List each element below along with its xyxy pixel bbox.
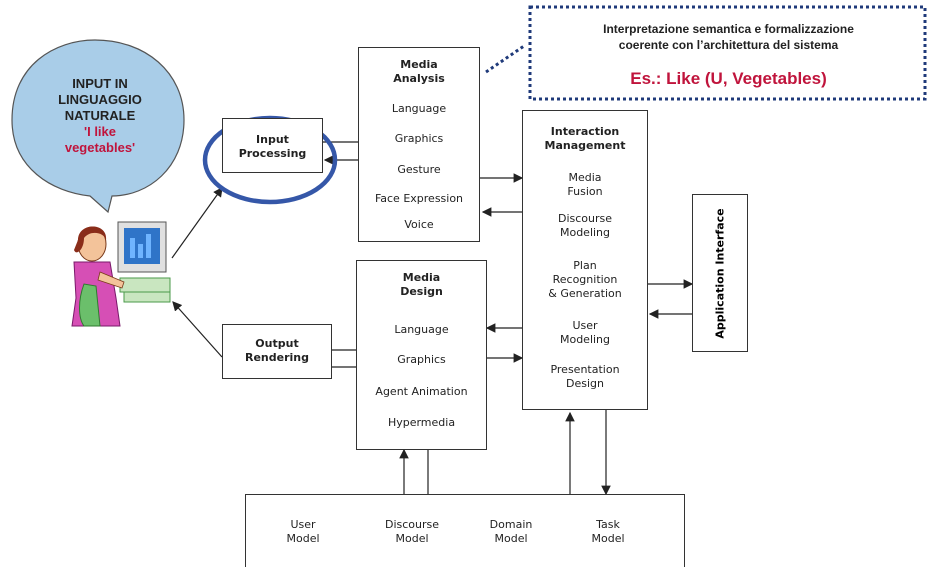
media-design-title-1: Media — [402, 271, 441, 284]
media-analysis-item: Graphics — [394, 132, 444, 145]
media-analysis-title: Media Analysis — [359, 58, 479, 86]
application-interface-box: Application Interface — [692, 194, 748, 352]
input-processing-line-2: Processing — [238, 147, 307, 160]
user-model-label: User Model — [263, 518, 343, 546]
model-line: Domain — [489, 518, 533, 531]
media-design-item: Language — [394, 323, 449, 336]
media-design-title: Media Design — [357, 271, 486, 299]
application-interface-label: Application Interface — [713, 208, 727, 339]
media-design-box: Media Design Language Graphics Agent Ani… — [356, 260, 487, 450]
im-item-line: Fusion — [567, 185, 603, 198]
arrow-output-to-user — [172, 301, 223, 358]
im-item-line: Presentation — [550, 363, 620, 376]
model-line: Model — [591, 532, 625, 545]
output-rendering-line-2: Rendering — [245, 351, 309, 364]
im-title-2: Management — [544, 139, 626, 152]
model-line: Model — [494, 532, 528, 545]
callout-example: Es.: Like (U, Vegetables) — [630, 69, 827, 88]
media-design-item: Agent Animation — [375, 385, 468, 398]
bubble-line-2: LINGUAGGIO — [58, 92, 142, 107]
im-item-line: Discourse — [557, 212, 613, 225]
discourse-model-label: Discourse Model — [372, 518, 452, 546]
im-item-presentation-design: Presentation Design — [523, 363, 647, 391]
im-item-line: Design — [566, 377, 604, 390]
media-analysis-box: Media Analysis Language Graphics Gesture… — [358, 47, 480, 242]
task-model-label: Task Model — [568, 518, 648, 546]
bubble-line-3: NATURALE — [64, 108, 136, 123]
media-analysis-item: Language — [391, 102, 447, 115]
im-item-discourse-modeling: Discourse Modeling — [523, 212, 647, 240]
output-rendering-label: Output Rendering — [223, 337, 331, 365]
im-item-plan-recognition: Plan Recognition & Generation — [523, 259, 647, 301]
callout-border — [528, 5, 927, 101]
im-item-user-modeling: User Modeling — [523, 319, 647, 347]
bubble-quote-1: 'I like — [84, 124, 116, 139]
interaction-management-title: Interaction Management — [523, 125, 647, 153]
callout-line-1: Interpretazione semantica e formalizzazi… — [603, 22, 854, 36]
model-line: Model — [395, 532, 429, 545]
media-analysis-title-2: Analysis — [393, 72, 445, 85]
input-processing-label: Input Processing — [223, 133, 322, 161]
im-item-line: Recognition — [552, 273, 618, 286]
im-item-line: Plan — [573, 259, 597, 272]
domain-model-label: Domain Model — [471, 518, 551, 546]
model-line: Task — [596, 518, 620, 531]
user-at-computer-icon — [71, 221, 171, 327]
arrow-user-to-input — [171, 187, 223, 259]
media-analysis-item: Gesture — [397, 163, 441, 176]
models-container — [245, 494, 685, 567]
model-line: User — [290, 518, 316, 531]
bubble-line-1: INPUT IN — [72, 76, 128, 91]
model-line: Model — [286, 532, 320, 545]
im-item-line: Modeling — [559, 333, 611, 346]
media-design-item: Graphics — [397, 353, 446, 366]
model-line: Discourse — [384, 518, 440, 531]
im-item-line: & Generation — [548, 287, 622, 300]
input-processing-box: Input Processing — [222, 118, 323, 173]
media-design-item: Hypermedia — [387, 416, 456, 429]
media-analysis-title-1: Media — [400, 58, 438, 71]
im-item-line: Modeling — [559, 226, 611, 239]
im-item-media-fusion: Media Fusion — [523, 171, 647, 199]
callout-line-2: coerente con l’architettura del sistema — [618, 38, 839, 52]
output-rendering-box: Output Rendering — [222, 324, 332, 379]
input-processing-line-1: Input — [256, 133, 289, 146]
bubble-text: INPUT IN LINGUAGGIO NATURALE 'I like veg… — [40, 76, 160, 156]
im-item-line: Media — [568, 171, 602, 184]
im-item-line: User — [572, 319, 598, 332]
callout-description: Interpretazione semantica e formalizzazi… — [536, 21, 921, 53]
media-analysis-item: Voice — [404, 218, 434, 231]
callout-pointer — [485, 44, 525, 74]
interaction-management-box: Interaction Management Media Fusion Disc… — [522, 110, 648, 410]
im-title-1: Interaction — [550, 125, 620, 138]
output-rendering-line-1: Output — [255, 337, 299, 350]
media-analysis-item: Face Expression — [374, 192, 464, 205]
speech-bubble — [11, 39, 185, 214]
media-design-title-2: Design — [400, 285, 443, 298]
bubble-quote-2: vegetables' — [64, 140, 136, 155]
